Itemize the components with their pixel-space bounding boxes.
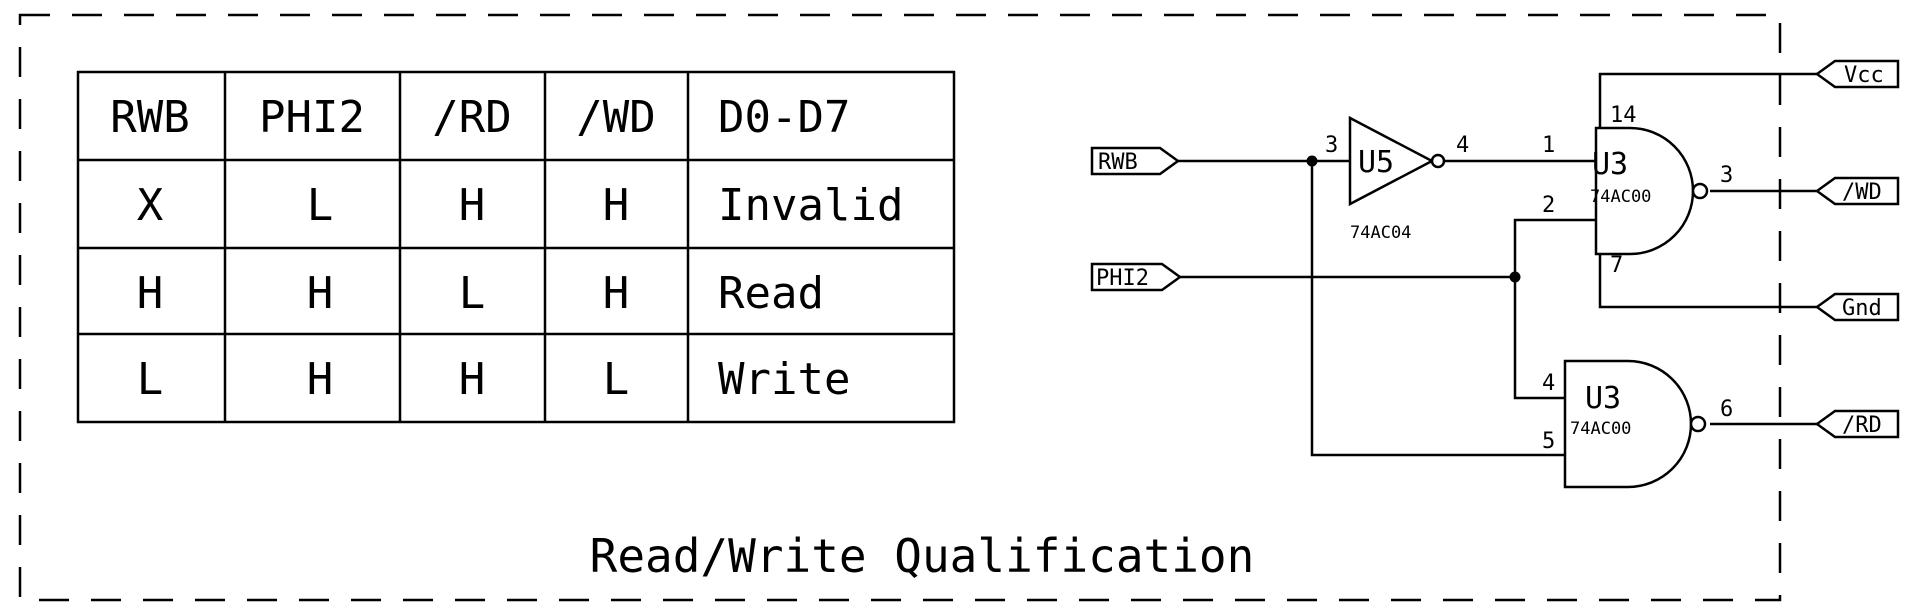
port-rd: /RD [1814,409,1900,439]
inverter-part: 74AC04 [1350,223,1411,243]
pin-number: 4 [1542,371,1555,396]
nand-top-ref: U3 [1592,147,1628,182]
pin-number: 4 [1456,133,1469,158]
pin-number: 3 [1720,163,1733,188]
nand-gate-top [1594,126,1709,256]
table-cell: H [459,180,486,231]
pin-number: 3 [1325,133,1338,158]
table-cell: L [137,354,164,405]
port-label: PHI2 [1096,266,1149,291]
diagram-title: Read/Write Qualification [590,529,1255,583]
pin-number: 5 [1542,429,1555,454]
nand-bottom-part: 74AC00 [1570,419,1631,439]
port-label: /WD [1842,180,1882,205]
inverter-u5 [1348,115,1446,207]
table-cell: H [137,268,164,319]
port-label: Gnd [1842,296,1882,321]
junction-dot [1306,155,1318,167]
port-gnd: Gnd [1814,292,1900,322]
table-cell: L [307,180,334,231]
table-cell: H [307,354,334,405]
table-cell: H [307,268,334,319]
nand-bottom-ref: U3 [1585,381,1621,416]
port-vcc: Vcc [1814,59,1900,89]
junction-dot [1509,271,1521,283]
table-header: D0-D7 [718,92,850,143]
pin-number: 2 [1542,193,1555,218]
wires [1178,72,1817,457]
table-cell: Read [718,268,824,319]
table-cell: L [603,354,630,405]
truth-table [76,70,956,424]
table-cell: H [603,268,630,319]
inverter-ref: U5 [1358,145,1394,180]
port-phi2: PHI2 [1090,262,1183,292]
table-header: RWB [110,92,189,143]
table-cell: H [459,354,486,405]
table-cell: H [603,180,630,231]
port-wd: /WD [1814,176,1900,206]
nand-gate-bottom [1563,359,1707,489]
pin-number: 6 [1720,397,1733,422]
nand-top-part: 74AC00 [1590,187,1651,207]
port-label: RWB [1098,150,1138,175]
table-cell: L [459,268,486,319]
table-header: /WD [576,92,655,143]
port-label: /RD [1842,413,1882,438]
table-cell: Write [718,354,850,405]
port-label: Vcc [1844,63,1884,88]
pin-number: 7 [1610,253,1623,278]
table-header: /RD [432,92,511,143]
table-cell: Invalid [718,180,903,231]
pin-number: 14 [1610,103,1637,128]
pin-number: 1 [1542,133,1555,158]
table-cell: X [137,180,164,231]
port-rwb: RWB [1090,146,1181,176]
table-header: PHI2 [259,92,365,143]
